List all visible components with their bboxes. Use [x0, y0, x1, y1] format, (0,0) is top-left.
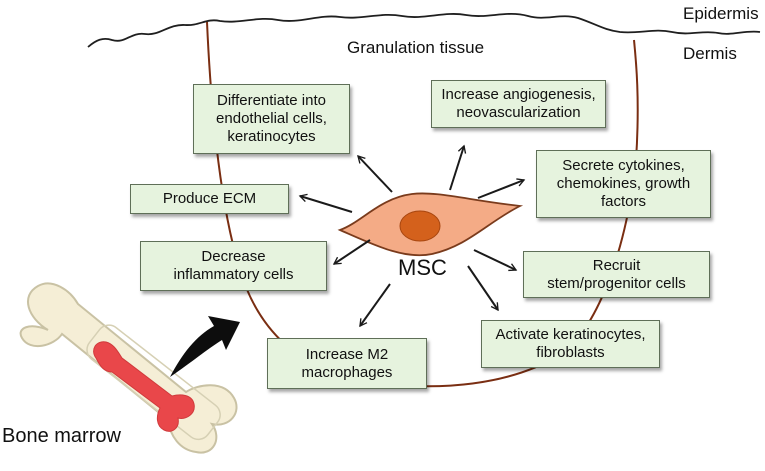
msc-cell [337, 192, 524, 257]
differentiate-line: keratinocytes [227, 128, 316, 145]
angiogenesis-line: neovascularization [456, 104, 581, 121]
recruit-text: Recruit stem/progenitor cells [547, 257, 685, 293]
secrete-text: Secrete cytokines, chemokines, growth fa… [557, 157, 690, 211]
increase-m2-line: Increase M2 [305, 345, 389, 363]
increase-m2-box: Increase M2 macrophages [267, 338, 427, 389]
skin-surface-line [87, 13, 761, 48]
differentiate-line: Differentiate into [217, 92, 326, 109]
recruit-line: Recruit [592, 256, 641, 274]
arrow-to-increase-m2 [359, 283, 391, 328]
increase-m2-text: Increase M2 macrophages [302, 346, 393, 382]
angiogenesis-line: Increase angiogenesis, [441, 86, 596, 103]
marrow-shape [93, 341, 195, 432]
differentiate-line: endothelial cells, [216, 110, 327, 127]
decrease-inflammatory-line: inflammatory cells [173, 266, 294, 283]
bone-inner-frame [86, 324, 221, 441]
secrete-box: Secrete cytokines, chemokines, growth fa… [536, 150, 711, 218]
activate-box: Activate keratinocytes, fibroblasts [481, 320, 660, 368]
angiogenesis-text: Increase angiogenesis, neovascularizatio… [441, 86, 595, 122]
recruit-box: Recruit stem/progenitor cells [523, 251, 710, 298]
differentiate-box: Differentiate into endothelial cells, ke… [193, 84, 350, 154]
arrow-to-secrete [477, 178, 526, 199]
dermis-label: Dermis [683, 44, 737, 63]
secrete-line: Secrete cytokines, [562, 157, 685, 174]
bone-marrow-label: Bone marrow [2, 425, 121, 447]
recruit-line: stem/progenitor cells [547, 274, 686, 292]
arrow-to-recruit [473, 249, 518, 272]
arrow-to-activate [467, 265, 499, 312]
activate-text: Activate keratinocytes, fibroblasts [495, 326, 645, 362]
produce-ecm-text: Produce ECM [162, 190, 257, 207]
arrow-to-differentiate [357, 154, 393, 193]
arrow-to-decrease-inflammatory [332, 239, 371, 265]
arrow-to-angiogenesis [449, 144, 467, 191]
activate-line: Activate keratinocytes, [495, 326, 646, 343]
msc-label: MSC [398, 255, 447, 280]
decrease-inflammatory-box: Decrease inflammatory cells [140, 241, 327, 291]
differentiate-text: Differentiate into endothelial cells, ke… [216, 92, 327, 146]
decrease-inflammatory-text: Decrease inflammatory cells [173, 248, 293, 284]
increase-m2-line: macrophages [301, 363, 393, 381]
bone-graphic [19, 282, 238, 454]
secrete-line: chemokines, growth [556, 175, 691, 192]
secrete-line: factors [600, 193, 646, 210]
msc-nucleus [399, 210, 441, 242]
granulation-tissue-label: Granulation tissue [347, 38, 485, 57]
epidermis-label: Epidermis [683, 4, 759, 23]
produce-ecm-box: Produce ECM [130, 184, 289, 214]
arrow-to-produce-ecm [298, 193, 353, 213]
angiogenesis-box: Increase angiogenesis, neovascularizatio… [431, 80, 606, 128]
activate-line: fibroblasts [536, 344, 605, 361]
decrease-inflammatory-line: Decrease [201, 248, 266, 265]
migration-arrow [170, 316, 240, 377]
